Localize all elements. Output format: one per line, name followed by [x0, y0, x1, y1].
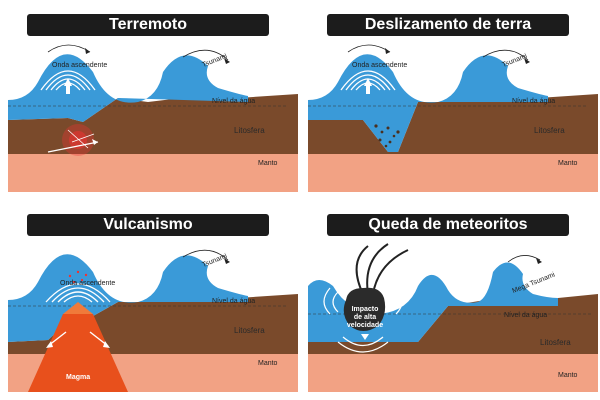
mantle-layer	[308, 352, 598, 392]
lithosphere-label: Litosfera	[540, 338, 571, 347]
rising-arrow	[47, 44, 91, 53]
tsunami-arrow	[482, 49, 529, 61]
shock-arcs	[323, 287, 403, 353]
volcanism-scene	[8, 249, 298, 392]
panel-title: Deslizamento de terra	[327, 14, 569, 36]
panel-title: Vulcanismo	[27, 214, 269, 236]
panel-title: Queda de meteoritos	[327, 214, 569, 236]
panel-volcanism: Vulcanismo Onda ascendente Tsunami Nível…	[8, 202, 298, 392]
lithosphere-layer	[308, 94, 598, 154]
mantle-label: Manto	[558, 160, 578, 167]
mantle-label: Manto	[258, 360, 278, 367]
up-arrow	[64, 78, 72, 86]
magma-cone	[28, 314, 128, 392]
panel-meteorite: Queda de meteoritos Impacto de alta velo…	[308, 202, 598, 392]
impact-label: Impacto de alta velocidade	[345, 306, 385, 330]
tsunami-arrow	[182, 249, 229, 261]
tsunami-arrow	[182, 49, 229, 61]
landslide-scene	[308, 44, 598, 192]
mantle-layer	[8, 152, 298, 192]
mantle-layer	[308, 152, 598, 192]
water-level-label: Nível da água	[504, 312, 548, 319]
wave-rings	[45, 283, 111, 303]
lithosphere-layer	[308, 294, 598, 354]
lithosphere-label: Litosfera	[234, 126, 265, 135]
panel-title: Terremoto	[27, 14, 269, 36]
meteorite-scene	[308, 243, 598, 392]
water-level-label: Nível da água	[212, 98, 256, 105]
debris-particles	[374, 124, 400, 148]
impact-line-2: de alta	[353, 314, 377, 321]
lithosphere-label: Litosfera	[534, 126, 565, 135]
up-arrow	[364, 78, 372, 86]
eruption-particles	[68, 270, 88, 284]
panel-earthquake: Terremoto Onda ascendente Tsunami Nível …	[8, 2, 298, 192]
mantle-label: Manto	[558, 372, 578, 379]
rising-wave-label: Onda ascendente	[60, 280, 116, 287]
rising-arrow	[347, 44, 391, 53]
earthquake-scene	[8, 44, 298, 192]
meteor-rock	[343, 287, 386, 331]
rising-wave-label: Onda ascendente	[352, 62, 408, 69]
water-level-label: Nível da água	[512, 98, 556, 105]
water-level-label: Nível da água	[212, 298, 256, 305]
lithosphere-label: Litosfera	[234, 326, 265, 335]
meteor-trails	[355, 243, 409, 295]
mantle-label: Manto	[258, 160, 278, 167]
magma-label: Magma	[66, 374, 91, 381]
rising-wave-label: Onda ascendente	[52, 62, 108, 69]
panel-landslide: Deslizamento de terra Onda ascendente Ts…	[308, 2, 598, 192]
tsunami-arrow	[507, 255, 541, 263]
impact-line-3: velocidade	[346, 322, 384, 329]
impact-line-1: Impacto	[351, 306, 379, 313]
